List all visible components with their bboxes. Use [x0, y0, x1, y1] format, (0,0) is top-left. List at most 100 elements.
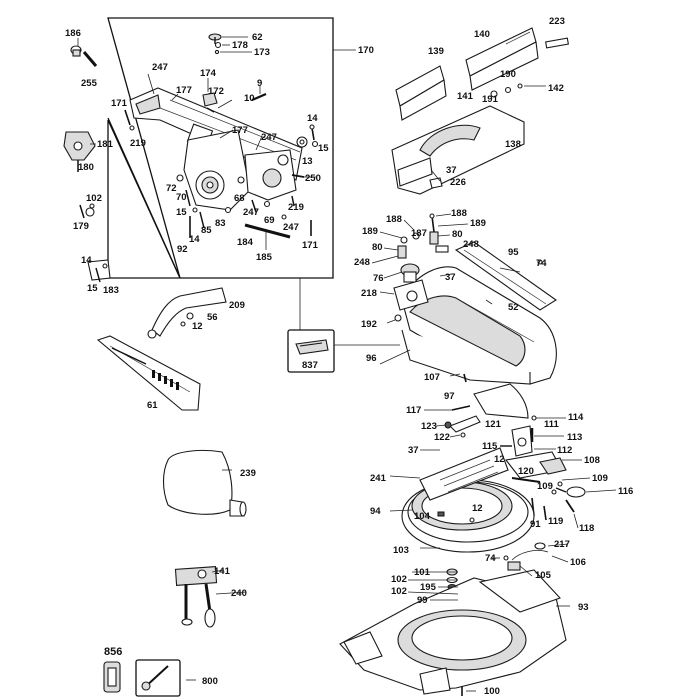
label-93: 93: [578, 602, 589, 613]
label-170: 170: [358, 45, 374, 56]
label-218: 218: [361, 288, 377, 299]
part-69-washer: [263, 200, 271, 208]
label-52: 52: [508, 302, 519, 313]
label-239: 239: [240, 468, 256, 479]
label-106: 106: [570, 557, 586, 568]
part-117-pin: [451, 405, 471, 411]
part-247-nut-d: [281, 214, 287, 220]
part-241-turntable-ribs: [419, 447, 509, 501]
label-189-b: 189: [470, 218, 486, 229]
part-187-washer: [412, 232, 420, 240]
part-70-screw: [185, 189, 191, 207]
part-192-screw: [394, 314, 402, 322]
part-62-knob: [208, 33, 222, 44]
part-240-clamp: [174, 566, 218, 628]
part-80-block-b: [429, 231, 439, 245]
part-226-clamp: [429, 177, 443, 189]
part-188-screw: [431, 215, 435, 233]
label-189-a: 189: [362, 226, 378, 237]
part-837-clamp: [295, 339, 329, 355]
label-56: 56: [207, 312, 218, 323]
label-105: 105: [535, 570, 552, 581]
label-247-d: 247: [283, 222, 299, 233]
label-104: 104: [414, 511, 431, 522]
part-108-lever: [505, 451, 567, 479]
label-108: 108: [584, 455, 600, 466]
label-91: 91: [530, 519, 541, 530]
part-12-screw-c: [469, 517, 475, 523]
part-247-screw-b: [251, 199, 257, 213]
label-139: 139: [428, 46, 444, 57]
label-223: 223: [549, 16, 565, 27]
label-186: 186: [65, 28, 81, 39]
part-173-clip: [214, 49, 220, 55]
label-171-a: 171: [111, 98, 128, 109]
label-192: 192: [361, 319, 377, 330]
part-104-screw: [437, 511, 445, 517]
part-250-screw: [291, 174, 305, 178]
subassembly-frame-diagonal: [107, 117, 181, 279]
part-119-pin: [543, 505, 547, 521]
part-56-knob: [186, 312, 194, 320]
label-102-b: 102: [391, 574, 407, 585]
part-109-washer-b: [551, 489, 557, 495]
part-188-head: [429, 213, 435, 219]
label-37-b: 37: [445, 272, 456, 283]
label-177-a: 177: [176, 85, 192, 96]
part-142-screw: [517, 83, 523, 89]
label-837: 837: [302, 360, 318, 371]
part-171-screw: [124, 109, 131, 126]
label-102-c: 102: [391, 586, 407, 597]
part-112-lock: [511, 425, 533, 457]
label-190: 190: [500, 69, 516, 80]
part-800-cord: [141, 665, 169, 691]
label-800: 800: [202, 676, 218, 687]
part-12-screw-a: [180, 321, 186, 327]
label-173: 173: [254, 47, 270, 58]
label-74-b: 74: [485, 553, 496, 564]
label-15-c: 15: [87, 283, 98, 294]
label-14-b: 14: [189, 234, 200, 245]
part-180-bracket: [63, 131, 96, 172]
part-141-knob-a: [490, 90, 498, 98]
part-138-base-fence: [391, 105, 525, 195]
part-139-fence: [395, 65, 447, 121]
label-191: 191: [482, 94, 499, 105]
label-188-b: 188: [451, 208, 467, 219]
label-14-a: 14: [307, 113, 318, 124]
part-15-washer: [311, 140, 319, 148]
label-180: 180: [78, 162, 94, 173]
part-141-knob-b: [197, 569, 207, 579]
part-248-bar: [435, 245, 449, 253]
part-800-box: [135, 659, 181, 697]
label-103: 103: [393, 545, 409, 556]
part-186-knob: [70, 45, 82, 57]
label-12-b: 12: [494, 454, 505, 465]
label-181: 181: [97, 139, 114, 150]
label-72: 72: [166, 183, 177, 194]
label-69: 69: [264, 215, 275, 226]
label-138: 138: [505, 139, 521, 150]
part-13-spring: [296, 136, 308, 148]
part-255-pin: [82, 51, 98, 67]
label-74-a: 74: [536, 258, 547, 269]
part-121-lever: [449, 415, 481, 433]
label-83: 83: [215, 218, 226, 229]
label-121: 121: [485, 419, 502, 430]
label-85: 85: [201, 225, 212, 236]
label-9: 9: [257, 78, 262, 89]
label-195: 195: [420, 582, 437, 593]
label-184: 184: [237, 237, 254, 248]
part-174-bracket: [202, 92, 218, 113]
label-14-c: 14: [81, 255, 92, 266]
label-185: 185: [256, 252, 273, 263]
label-122: 122: [434, 432, 450, 443]
label-255: 255: [81, 78, 98, 89]
label-120: 120: [518, 466, 534, 477]
part-68-bearing: [237, 176, 245, 184]
label-219-b: 219: [288, 202, 304, 213]
part-179-screw-assembly: [79, 203, 95, 219]
label-219-a: 219: [130, 138, 146, 149]
part-183-bracket: [87, 259, 111, 283]
